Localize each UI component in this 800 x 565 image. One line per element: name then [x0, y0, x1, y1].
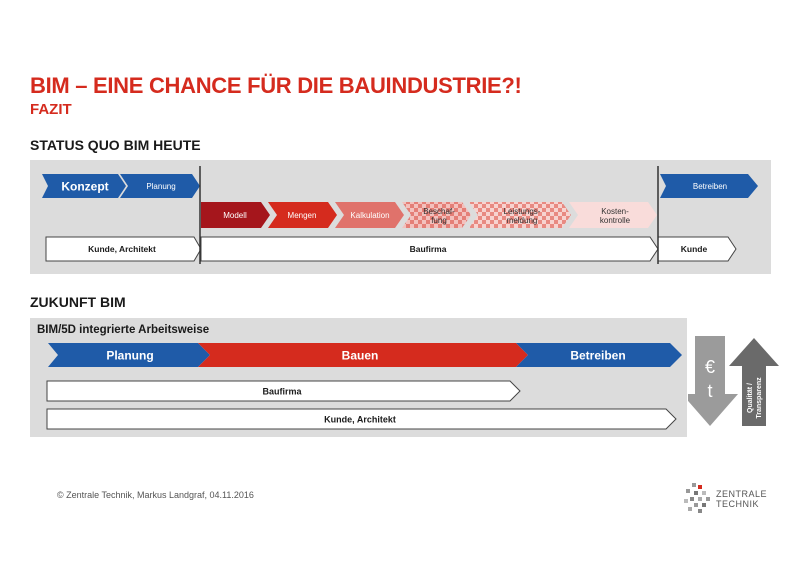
step-leistungsmeldung-label2: meldung — [507, 216, 538, 225]
arrow-betreiben-top: Betreiben — [660, 174, 758, 198]
step-kostenkontrolle-label2: kontrolle — [600, 216, 631, 225]
arrow-betreiben-top-label: Betreiben — [693, 182, 727, 191]
logo-text-line1: ZENTRALE — [716, 489, 767, 499]
role-kunde-label: Kunde — [681, 244, 708, 254]
arrow-planung: Planung — [120, 174, 200, 198]
step-modell: Modell — [201, 202, 270, 228]
logo-mark-icon — [684, 483, 710, 513]
step-leistungsmeldung-label: Leistungs- — [504, 207, 541, 216]
step-kalkulation-label: Kalkulation — [350, 211, 389, 220]
up-arrow-icon: Qualität / Transparenz — [729, 338, 779, 426]
step-kalkulation: Kalkulation — [335, 202, 404, 228]
zukunft-role-baufirma-label: Baufirma — [262, 387, 302, 397]
phase-bauen: Bauen — [198, 343, 528, 367]
step-beschaffung-label: Beschaf- — [423, 207, 455, 216]
status-quo-diagram: Konzept Planung Betreiben Modell Mengen … — [42, 166, 758, 264]
phase-bauen-label: Bauen — [342, 349, 379, 363]
zukunft-diagram: BIM/5D integrierte Arbeitsweise Planung … — [37, 324, 682, 430]
status-quo-heading: STATUS QUO BIM HEUTE — [30, 137, 201, 153]
logo-text-line2: TECHNIK — [716, 499, 759, 509]
company-logo: ZENTRALE TECHNIK — [684, 483, 767, 513]
time-symbol: t — [707, 381, 712, 401]
up-arrow-label-1: Qualität / — [747, 383, 754, 413]
phase-betreiben-label: Betreiben — [570, 349, 625, 363]
arrow-konzept-label: Konzept — [61, 180, 108, 194]
zukunft-role-kunde-architekt-label: Kunde, Architekt — [324, 415, 396, 425]
step-modell-label: Modell — [223, 211, 247, 220]
step-leistungsmeldung: Leistungs- meldung — [469, 202, 571, 228]
zukunft-role-kunde-architekt: Kunde, Architekt — [46, 408, 677, 430]
page-subtitle: FAZIT — [30, 101, 72, 118]
step-mengen-label: Mengen — [288, 211, 317, 220]
page-title: BIM – EINE CHANCE FÜR DIE BAUINDUSTRIE?! — [30, 73, 522, 98]
arrow-planung-label: Planung — [146, 182, 175, 191]
arrow-konzept: Konzept — [42, 174, 126, 198]
role-bar-kunde-architekt: Kunde, Architekt — [45, 236, 202, 262]
up-arrow-label-2: Transparenz — [756, 377, 763, 419]
step-mengen: Mengen — [268, 202, 337, 228]
down-arrow-icon: € t — [688, 336, 738, 426]
zukunft-role-baufirma: Baufirma — [46, 380, 521, 402]
step-beschaffung: Beschaf- fung — [402, 202, 471, 228]
zukunft-heading: ZUKUNFT BIM — [30, 294, 126, 310]
step-kostenkontrolle: Kosten- kontrolle — [569, 202, 657, 228]
phase-planung: Planung — [48, 343, 210, 367]
role-kunde-architekt-label: Kunde, Architekt — [88, 244, 156, 254]
zukunft-panel: BIM/5D integrierte Arbeitsweise Planung … — [30, 318, 687, 437]
step-kostenkontrolle-label: Kosten- — [601, 207, 629, 216]
status-quo-panel: Konzept Planung Betreiben Modell Mengen … — [30, 160, 771, 274]
euro-symbol: € — [705, 357, 715, 377]
phase-betreiben: Betreiben — [516, 343, 682, 367]
footer-copyright: © Zentrale Technik, Markus Landgraf, 04.… — [57, 490, 254, 500]
phase-planung-label: Planung — [106, 349, 153, 363]
role-baufirma-label: Baufirma — [410, 244, 447, 254]
zukunft-box-title: BIM/5D integrierte Arbeitsweise — [37, 324, 209, 336]
trend-arrows: € t Qualität / Transparenz — [688, 336, 779, 426]
step-beschaffung-label2: fung — [431, 216, 447, 225]
role-bar-kunde: Kunde — [657, 236, 737, 262]
role-bar-baufirma: Baufirma — [200, 236, 659, 262]
